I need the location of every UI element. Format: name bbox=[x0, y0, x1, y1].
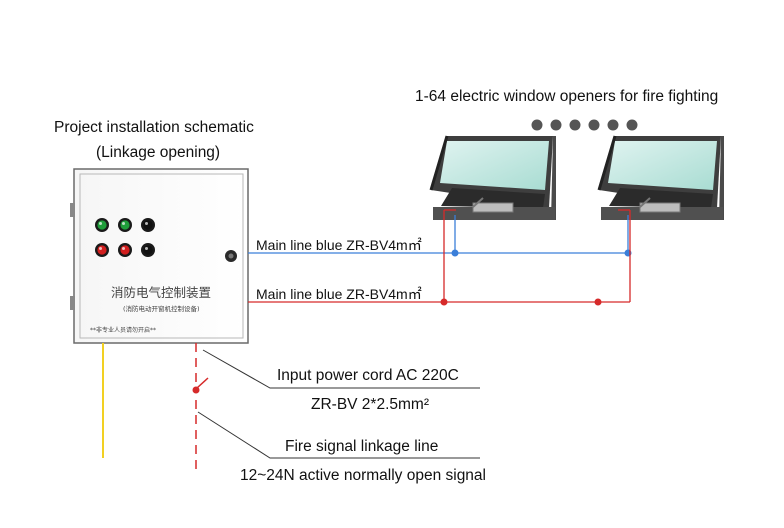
main-line-1-label: Main line blue ZR-BV4m㎡ bbox=[256, 237, 422, 253]
indicator-light bbox=[143, 245, 153, 255]
opener-count-dots bbox=[531, 119, 638, 131]
power-cord-label: Input power cord AC 220C bbox=[277, 367, 459, 384]
control-box-warning: **非专业人员请勿开启** bbox=[90, 327, 157, 334]
leader-lines bbox=[197, 349, 480, 459]
power-cord-spec: ZR-BV 2*2.5mm² bbox=[311, 396, 429, 413]
indicator-light bbox=[120, 220, 130, 230]
window-opener-1 bbox=[429, 135, 556, 220]
openers-caption: 1-64 electric window openers for fire fi… bbox=[415, 88, 719, 105]
indicator-light bbox=[97, 220, 107, 230]
title-line-1: Project installation schematic bbox=[54, 119, 254, 136]
control-box-name: 消防电气控制装置 bbox=[111, 285, 212, 300]
indicator-light-highlight bbox=[145, 247, 148, 250]
control-box bbox=[70, 168, 249, 344]
opener-dot bbox=[588, 119, 600, 131]
indicator-light-highlight bbox=[122, 222, 125, 225]
indicator-light-highlight bbox=[99, 247, 102, 250]
indicator-light-highlight bbox=[145, 222, 148, 225]
indicator-light bbox=[143, 220, 153, 230]
fire-signal-spec: 12~24N active normally open signal bbox=[240, 467, 486, 484]
opener-dot bbox=[531, 119, 543, 131]
main-line-2-label: Main line blue ZR-BV4m㎡ bbox=[256, 286, 422, 302]
indicator-light bbox=[97, 245, 107, 255]
opener-dot bbox=[607, 119, 619, 131]
indicator-light-highlight bbox=[122, 247, 125, 250]
red-main-line bbox=[248, 209, 631, 306]
window-opener-2 bbox=[597, 135, 724, 220]
indicator-light-highlight bbox=[99, 222, 102, 225]
fire-signal-label: Fire signal linkage line bbox=[285, 438, 439, 455]
indicator-lights bbox=[95, 218, 155, 257]
opener-dot bbox=[626, 119, 638, 131]
control-box-subtitle: (消防电动开窗机控制设备) bbox=[123, 305, 200, 313]
fire-signal-line bbox=[192, 343, 209, 470]
title-line-2: (Linkage opening) bbox=[96, 144, 221, 161]
indicator-light bbox=[120, 245, 130, 255]
opener-dot bbox=[550, 119, 562, 131]
opener-dot bbox=[569, 119, 581, 131]
